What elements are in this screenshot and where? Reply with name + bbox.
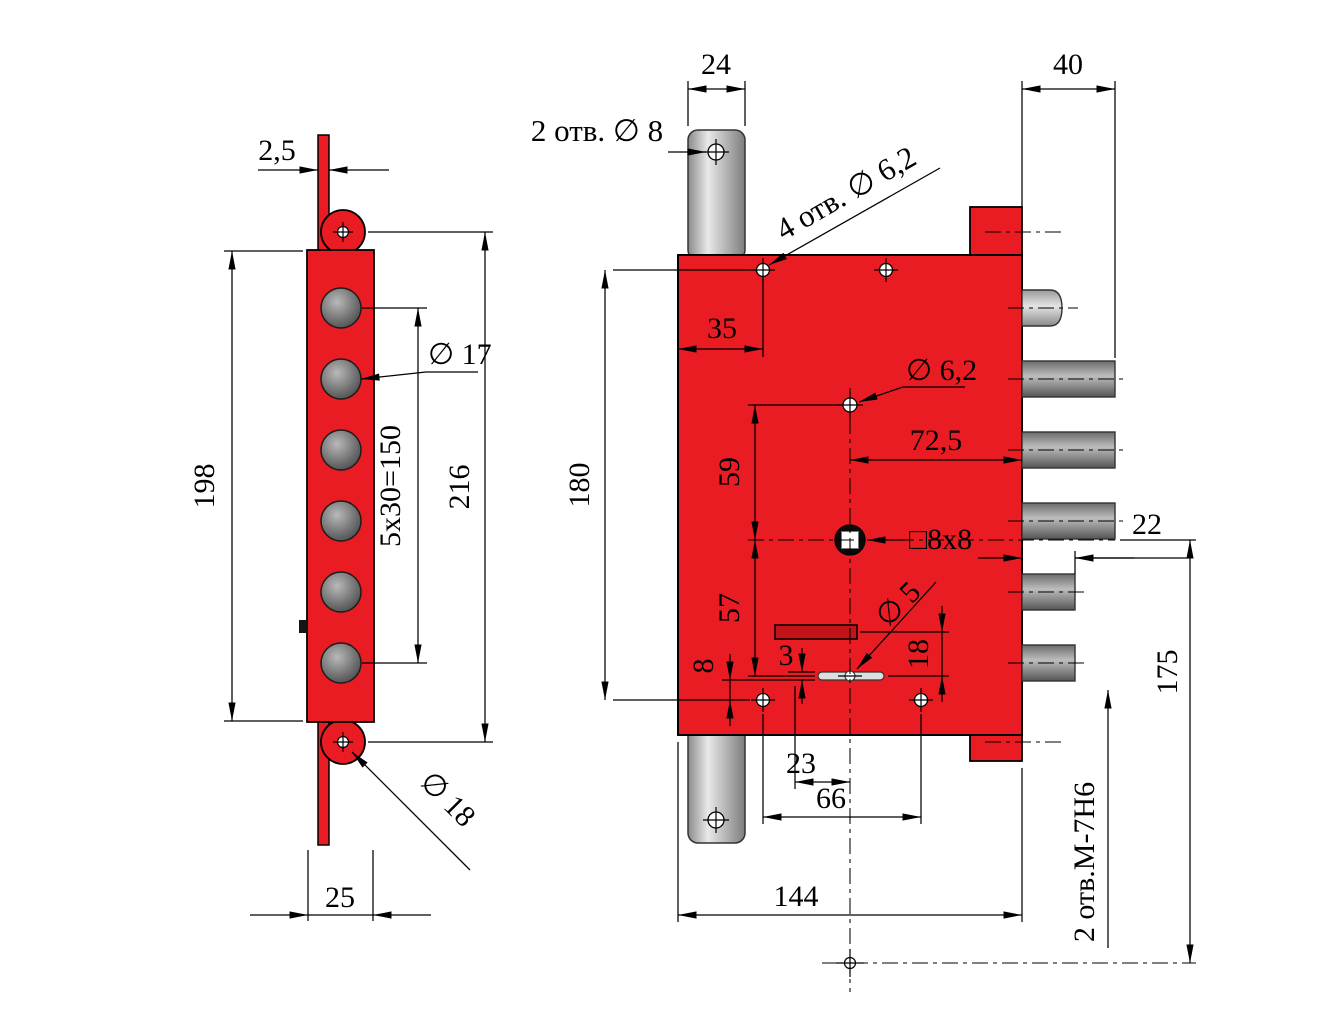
dim-case-height: 198: [188, 464, 221, 509]
dim-rod-width: 24: [701, 48, 731, 81]
dim-lower-holes-span: 66: [816, 782, 846, 815]
rod-holes: [703, 139, 729, 833]
dim-latch-offset: 23: [786, 747, 816, 780]
note-face-holes: 4 отв. ∅ 6,2: [770, 139, 922, 247]
side-bolts: [320, 287, 362, 684]
dim-plate-width: 25: [325, 881, 355, 914]
dim-spindle-square: □8x8: [909, 523, 972, 556]
trigger-pin: [299, 620, 308, 633]
dim-slot-to-latch: 18: [902, 639, 935, 669]
dim-aux-bolt-throw: 22: [1132, 508, 1162, 541]
note-rod-holes: 2 отв. ∅ 8: [531, 113, 663, 148]
latch-slot: [774, 624, 858, 640]
side-view: [299, 134, 375, 846]
dim-bolt-pitch: 5x30=150: [374, 425, 407, 547]
dim-hole-to-spindle: 59: [713, 457, 746, 487]
dim-latch-to-holes: 8: [687, 659, 720, 674]
dim-spindle-to-latch: 57: [713, 593, 746, 623]
dim-hole-edge-offset: 35: [707, 312, 737, 345]
dim-spindle-to-edge: 72,5: [910, 424, 963, 457]
lock-body: [677, 254, 1023, 736]
centerlines: [748, 231, 1196, 992]
dim-spindle-to-cylinder: 175: [1151, 650, 1184, 695]
dim-body-width: 144: [774, 880, 819, 913]
dimension-lines: [224, 81, 1194, 963]
dim-latch-thickness: 3: [779, 639, 794, 672]
latch-lever: [817, 670, 885, 682]
roller-hubs: [333, 222, 353, 752]
dim-upper-hole-diameter: ∅ 6,2: [906, 354, 977, 387]
dim-bolt-throw: 40: [1053, 48, 1083, 81]
note-thread-holes: 2 отв.М-7Н6: [1068, 782, 1101, 942]
dim-holes-span-height: 180: [563, 463, 596, 508]
dim-bolt-diameter: ∅ 17: [428, 338, 492, 371]
face-holes: [751, 258, 933, 712]
dim-plate-thickness: 2,5: [258, 134, 296, 167]
front-view: [677, 129, 1116, 977]
dim-overall-height: 216: [443, 465, 476, 510]
